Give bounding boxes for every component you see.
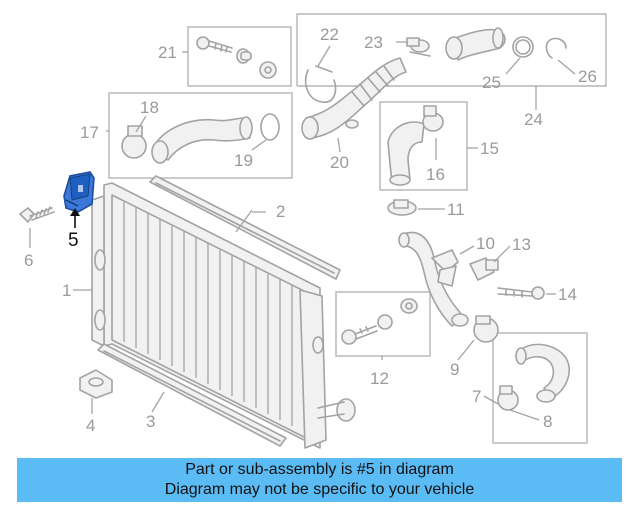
callout-26: 26	[578, 67, 597, 86]
callout-8: 8	[543, 412, 552, 431]
callout-19: 19	[234, 151, 253, 170]
callout-4: 4	[86, 416, 95, 435]
elbow-group-15	[387, 105, 444, 186]
hose-group-7	[497, 343, 570, 411]
bracket-part-5	[63, 171, 95, 213]
group-box-17	[108, 92, 293, 179]
bolt-part-14	[497, 286, 545, 300]
callout-17: 17	[80, 123, 99, 142]
callout-12: 12	[370, 369, 389, 388]
leader-lines	[29, 41, 576, 421]
callout-2: 2	[276, 202, 285, 221]
callout-14: 14	[558, 285, 577, 304]
hose-group-17	[121, 113, 280, 164]
banner-line-2: Diagram may not be specific to your vehi…	[164, 481, 475, 498]
parts-diagram: 1 2 3 4 5 6 7 8 9 10 11 12 13 14 15 16 1…	[19, 13, 607, 449]
callout-9: 9	[450, 360, 459, 379]
callout-13: 13	[512, 235, 531, 254]
intercooler	[91, 182, 356, 449]
rubber-mount	[79, 369, 113, 399]
group-box-15	[379, 101, 468, 191]
callout-5: 5	[68, 230, 79, 251]
callout-18: 18	[140, 98, 159, 117]
sensor-13	[469, 257, 499, 281]
callout-6: 6	[24, 251, 33, 270]
callout-3: 3	[146, 412, 155, 431]
group-box-7	[492, 332, 588, 444]
spring-clip-22	[304, 65, 337, 103]
callout-10: 10	[476, 234, 495, 253]
charge-pipe-20	[301, 57, 407, 140]
bolt-part-6	[19, 206, 55, 223]
callout-1: 1	[62, 281, 71, 300]
callout-7: 7	[472, 387, 481, 406]
group-box-24	[296, 13, 607, 87]
info-banner: Part or sub-assembly is #5 in diagram Di…	[17, 458, 622, 502]
callout-15: 15	[480, 139, 499, 158]
callout-16: 16	[426, 165, 445, 184]
callout-20: 20	[330, 153, 349, 172]
hose-clamp-9	[473, 315, 499, 343]
callout-25: 25	[482, 73, 501, 92]
banner-line-1: Part or sub-assembly is #5 in diagram	[185, 461, 454, 478]
hose-clamp-23	[406, 37, 431, 57]
air-pipe-10	[398, 231, 469, 327]
group-box-21	[187, 26, 292, 87]
bolt-set-12	[341, 298, 418, 345]
callout-23: 23	[364, 33, 383, 52]
callout-22: 22	[320, 25, 339, 44]
bolt-set-21	[196, 36, 277, 79]
hose-clamp-11	[387, 199, 417, 216]
group-box-12	[335, 291, 431, 357]
hose-group-24	[445, 27, 567, 61]
callout-21: 21	[158, 43, 177, 62]
callout-24: 24	[524, 110, 543, 129]
leader-part-5	[70, 208, 80, 228]
callout-11: 11	[447, 200, 465, 219]
